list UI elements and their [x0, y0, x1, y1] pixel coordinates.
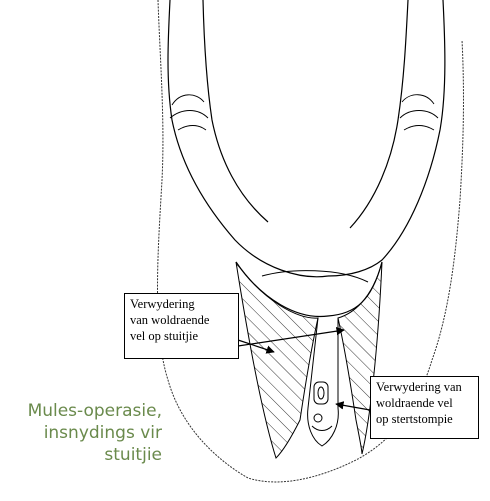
diagram-caption: Mules-operasie, insnydings vir stuitjie: [0, 400, 162, 466]
hatched-area-left: [236, 262, 318, 458]
right-leg: [328, 0, 445, 276]
label-stuitjie: Verwydering van woldraende vel op stuitj…: [124, 293, 239, 359]
left-leg: [168, 0, 328, 277]
right-hock: [400, 95, 438, 130]
right-leg-inner: [350, 0, 408, 228]
label-stertstompie: Verwydering van woldraende vel op sterts…: [370, 376, 479, 439]
left-leg-inner: [203, 0, 268, 222]
left-hock: [170, 95, 208, 130]
